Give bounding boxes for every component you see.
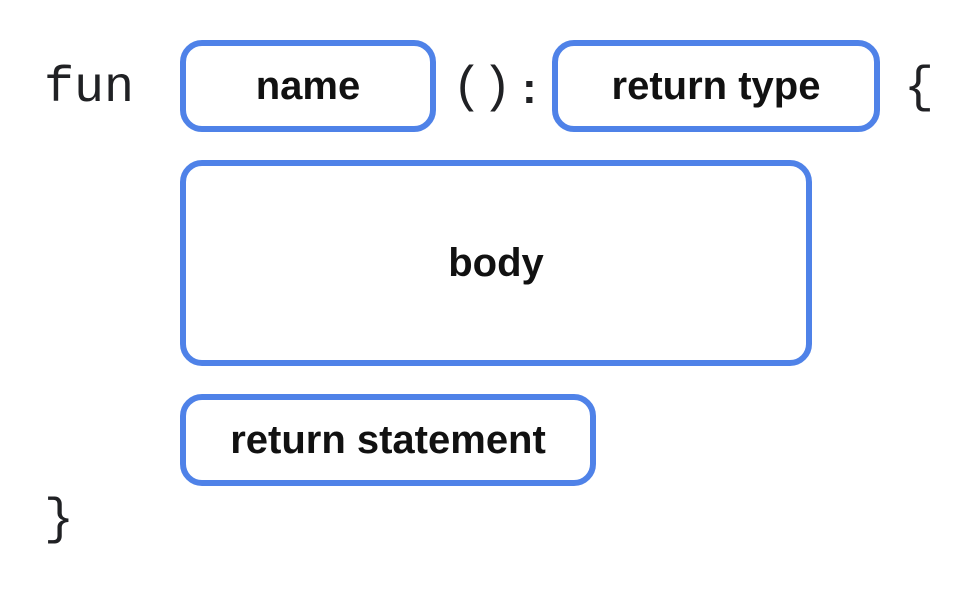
name-box: name [180,40,436,132]
return-type-label: return type [611,63,821,108]
open-brace: { [904,60,935,117]
body-box: body [180,160,812,366]
colon: : [522,64,537,113]
body-label: body [448,240,544,285]
return-type-box: return type [552,40,880,132]
return-statement-label: return statement [230,417,546,462]
close-brace: } [44,492,75,549]
return-statement-box: return statement [180,394,596,486]
parentheses: () [452,60,513,117]
fun-keyword: fun [44,60,135,117]
name-label: name [255,63,361,108]
